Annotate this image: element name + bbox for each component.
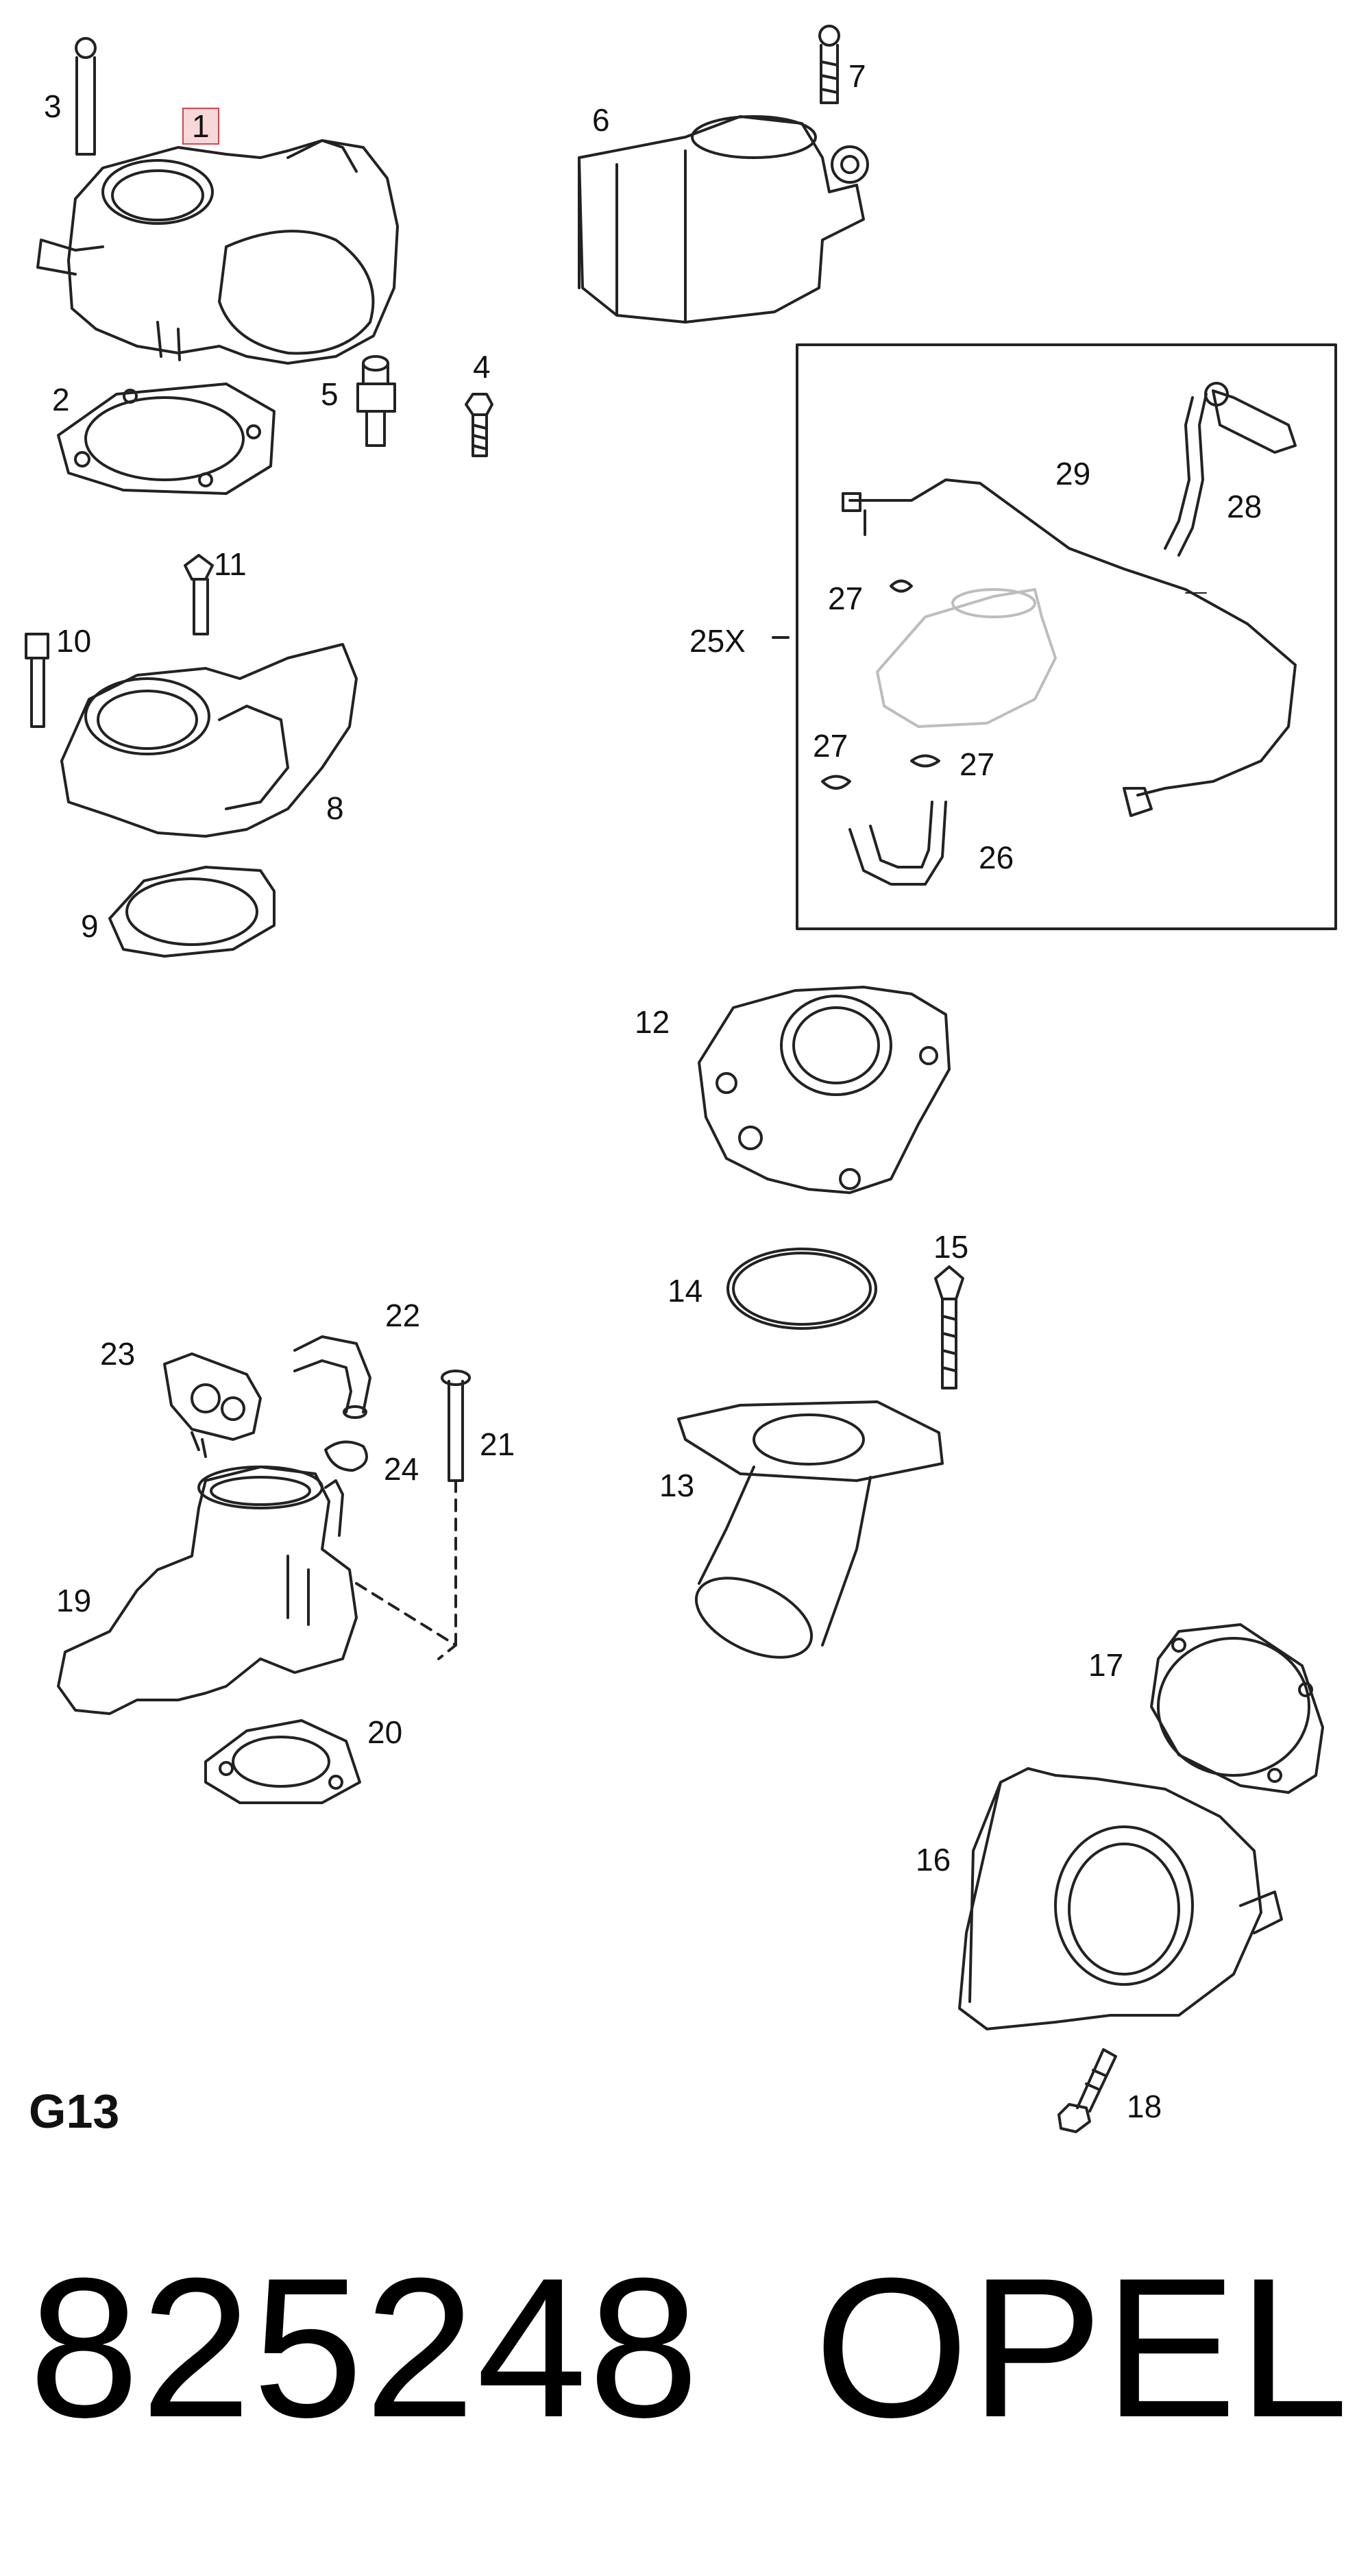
kit-label-25x: 25X <box>689 623 746 659</box>
callout-24: 24 <box>384 1451 419 1487</box>
throttle-body-8 <box>60 643 358 838</box>
callout-5: 5 <box>321 376 339 412</box>
callout-7: 7 <box>848 58 866 94</box>
bolt-21 <box>355 1370 471 1660</box>
throttle-body-16 <box>958 1767 1283 2030</box>
callout-17: 17 <box>1088 1647 1124 1683</box>
callout-21: 21 <box>480 1426 515 1462</box>
callout-27-c: 27 <box>959 746 995 782</box>
callout-22: 22 <box>385 1298 421 1333</box>
gasket-9 <box>108 866 276 958</box>
throttle-body-12 <box>698 986 951 1194</box>
callout-18: 18 <box>1127 2089 1162 2124</box>
part-number: 825248 <box>29 2237 700 2459</box>
callout-27-a: 27 <box>828 581 864 616</box>
gasket-2 <box>57 382 276 495</box>
kit-throttle-body <box>876 588 1057 728</box>
callout-3: 3 <box>44 88 62 124</box>
screw-4 <box>465 393 493 457</box>
clamp-27-a <box>890 579 913 593</box>
bolt-18 <box>1058 2048 1117 2133</box>
bolt-10 <box>25 633 49 728</box>
section-code: G13 <box>29 2085 120 2138</box>
callout-10: 10 <box>56 623 92 659</box>
callout-4: 4 <box>473 349 491 385</box>
hose-29 <box>848 478 1297 797</box>
bracket-23 <box>163 1352 262 1458</box>
throttle-body-6 <box>578 115 869 324</box>
callout-16: 16 <box>916 1842 951 1878</box>
callout-26: 26 <box>979 840 1014 875</box>
callout-29: 29 <box>1055 456 1091 491</box>
callout-2: 2 <box>52 382 70 417</box>
callout-1: 1 <box>182 108 219 145</box>
hose-26 <box>848 801 947 886</box>
bolt-7 <box>818 25 840 104</box>
o-ring-14 <box>726 1248 877 1330</box>
callout-23: 23 <box>100 1336 136 1372</box>
clamp-27-b <box>821 775 851 790</box>
callout-12: 12 <box>635 1004 670 1040</box>
callout-27-b: 27 <box>813 728 848 764</box>
bolt-11 <box>184 554 214 635</box>
callout-13: 13 <box>659 1468 695 1503</box>
callout-28: 28 <box>1227 489 1262 524</box>
bolt-3 <box>75 37 97 156</box>
bolt-15 <box>934 1265 964 1389</box>
hose-28 <box>1164 396 1194 550</box>
throttle-body-19 <box>57 1466 358 1715</box>
callout-9: 9 <box>81 908 99 944</box>
callout-11: 11 <box>214 546 247 582</box>
gasket-20 <box>204 1719 361 1804</box>
intake-elbow-13 <box>677 1400 944 1659</box>
brand-name: OPEL <box>814 2237 1350 2459</box>
gasket-17 <box>1150 1623 1324 1794</box>
callout-14: 14 <box>668 1273 703 1309</box>
sensor-5 <box>356 355 396 447</box>
kit-box <box>796 343 1337 930</box>
callout-20: 20 <box>367 1714 403 1750</box>
callout-19: 19 <box>56 1583 92 1618</box>
callout-15: 15 <box>933 1229 969 1265</box>
throttle-body-1 <box>36 139 399 365</box>
clamp-27-c <box>910 754 940 768</box>
hose-22 <box>293 1335 371 1413</box>
callout-6: 6 <box>592 102 610 138</box>
callout-8: 8 <box>326 790 344 826</box>
clamp-24 <box>324 1440 368 1472</box>
